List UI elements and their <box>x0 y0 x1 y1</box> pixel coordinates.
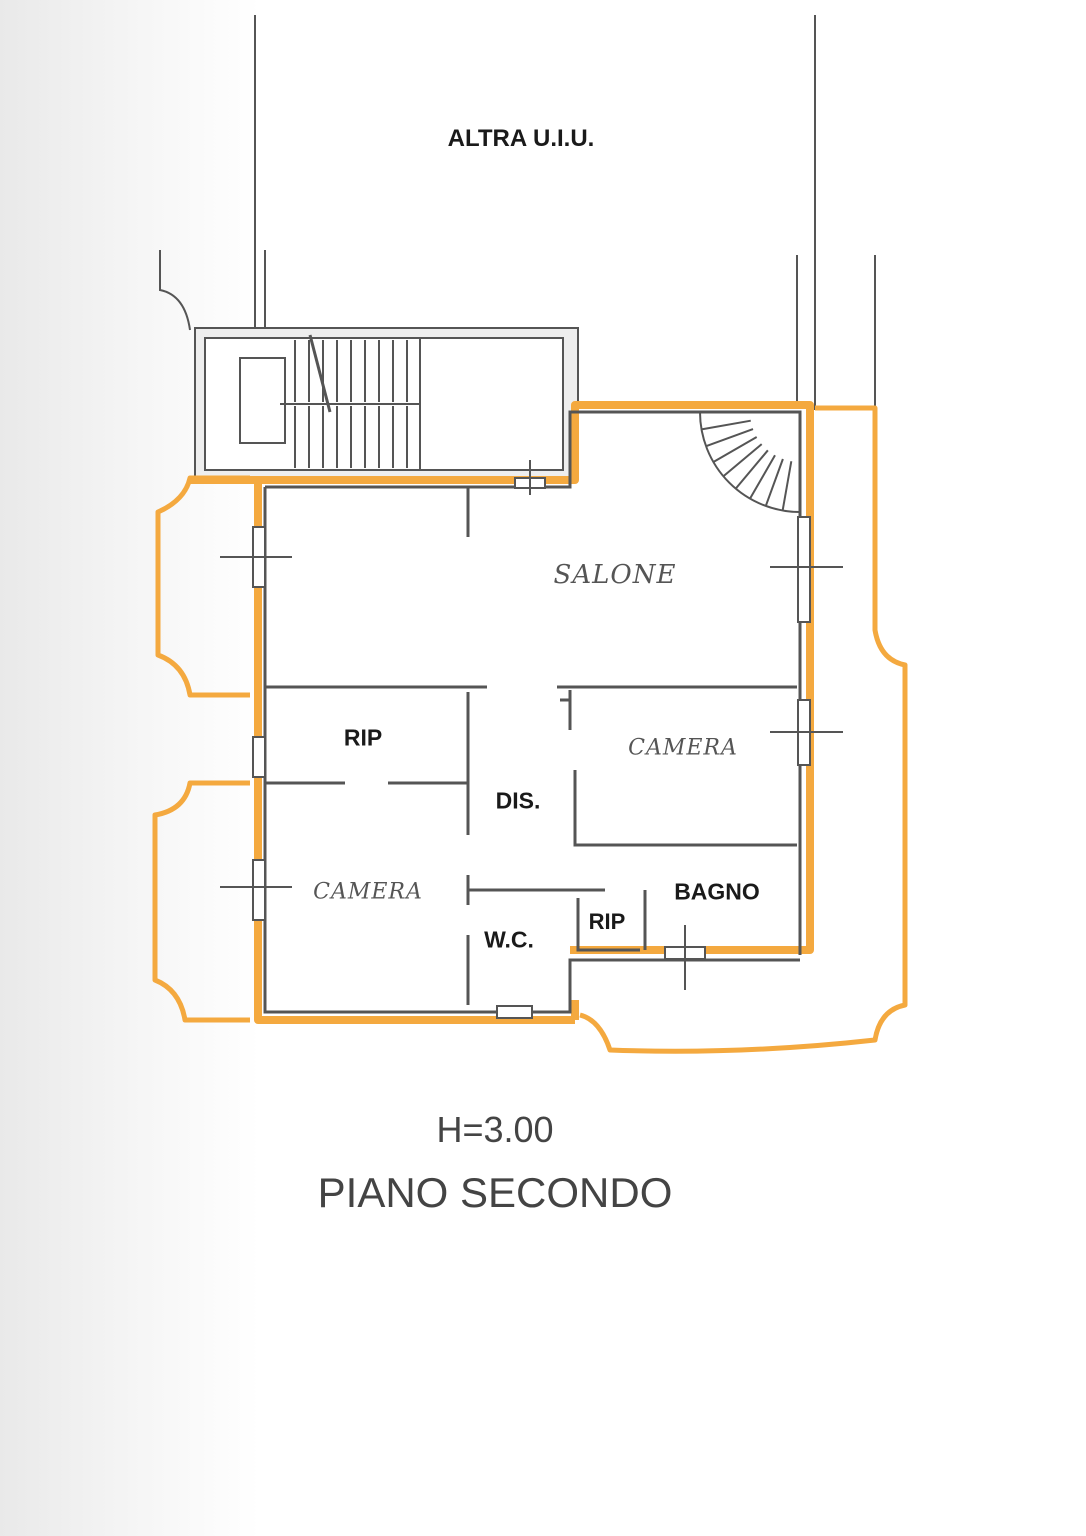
windows <box>220 460 843 1019</box>
spiral-step <box>781 461 793 511</box>
spiral-stair <box>699 411 801 513</box>
floor-title: PIANO SECONDO <box>317 1169 673 1216</box>
room-label-rip: RIP <box>343 724 383 751</box>
spiral-step <box>705 428 754 448</box>
stairwell <box>194 327 579 479</box>
spiral-step <box>734 449 769 490</box>
interior-walls <box>263 410 802 1014</box>
room-label-salone: SALONE <box>553 560 677 590</box>
spiral-step <box>712 436 758 463</box>
context-walls <box>159 15 876 410</box>
ceiling-height: H=3.00 <box>436 1109 554 1150</box>
room-label-camera-left: CAMERA <box>313 879 423 905</box>
spiral-step <box>701 419 751 431</box>
spiral-arc <box>699 411 801 513</box>
spiral-step <box>749 454 776 500</box>
adjacent-unit-label: ALTRA U.I.U. <box>447 125 595 152</box>
spiral-step <box>722 443 763 478</box>
room-label-bagno: BAGNO <box>674 878 760 905</box>
room-label-wc: W.C. <box>484 926 534 953</box>
spiral-step <box>764 458 784 507</box>
room-label-dis: DIS. <box>495 787 541 814</box>
highlight-outline <box>152 401 908 1054</box>
room-label-rip-small: RIP <box>588 909 626 934</box>
room-label-camera-right: CAMERA <box>628 735 738 761</box>
